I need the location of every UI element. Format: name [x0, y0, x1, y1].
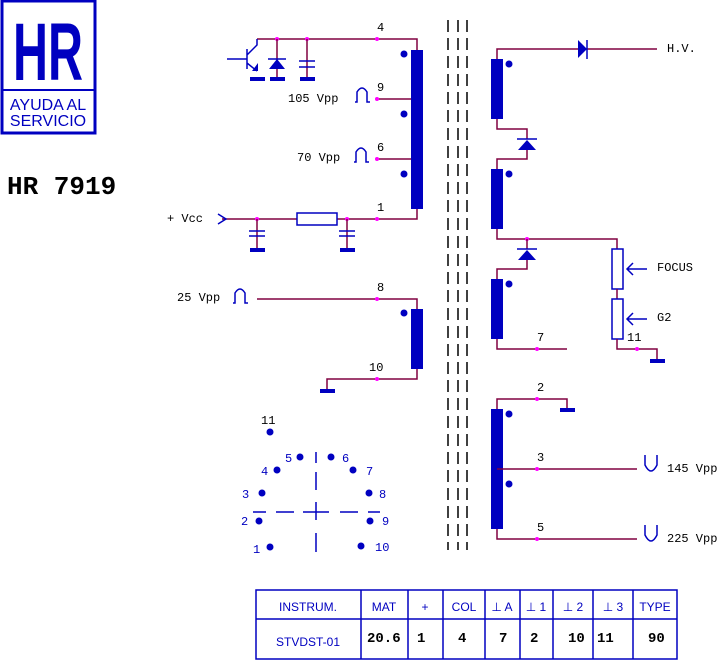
- td-gnd-1: 2: [530, 631, 538, 647]
- pin-3-label: 3: [537, 451, 544, 465]
- th-instrum: INSTRUM.: [279, 600, 337, 614]
- aux-winding: 8 10 25 Vpp: [177, 281, 423, 393]
- th-gnd-a: ⊥ A: [491, 600, 512, 614]
- logo-line2: SERVICIO: [10, 113, 86, 130]
- diode-icon: [269, 59, 285, 69]
- transistor-icon: [227, 39, 258, 72]
- th-plus: +: [421, 600, 428, 614]
- pulse-icon: [644, 525, 658, 542]
- td-gnd-3: 11: [597, 631, 614, 647]
- pin-9-label: 9: [377, 81, 384, 95]
- capacitor-icon: [339, 230, 355, 237]
- th-gnd-3: ⊥ 3: [603, 600, 624, 614]
- pinout-1: 1: [253, 543, 260, 557]
- hv-section: H.V. 7 FOCUS G2 11: [491, 40, 696, 363]
- pin-11-label: 11: [627, 331, 641, 345]
- pinout-9: 9: [382, 515, 389, 529]
- hv-diode-icon: [578, 40, 587, 58]
- td-gnd-2: 10: [568, 631, 585, 647]
- pulse-icon: [233, 288, 248, 304]
- aux-signal: 25 Vpp: [177, 291, 220, 305]
- diode-icon: [518, 250, 536, 260]
- focus-label: FOCUS: [657, 261, 693, 275]
- pinout-10: 10: [375, 541, 389, 555]
- pulse-icon: [644, 455, 658, 472]
- pinout-diagram: 1 2 3 4 5 6 7 8 9 10 11: [241, 414, 389, 557]
- resistor-icon: [296, 212, 338, 226]
- vcc-label: + Vcc: [167, 212, 203, 226]
- pin-6-label: 6: [377, 141, 384, 155]
- spec-table: [255, 589, 678, 660]
- pinout-6: 6: [342, 452, 349, 466]
- logo-line1: AYUDA AL: [10, 97, 86, 114]
- logo-hr: HR: [13, 7, 83, 98]
- model-title: HR 7919: [7, 172, 116, 202]
- g2-pot-icon: [611, 298, 624, 340]
- diode-icon: [518, 140, 536, 150]
- transformer-core: [447, 20, 468, 550]
- th-gnd-1: ⊥ 1: [526, 600, 547, 614]
- pin5-signal: 225 Vpp: [667, 532, 717, 546]
- g2-arrow-icon: [625, 312, 647, 326]
- pinout-11: 11: [261, 414, 275, 428]
- pin-5-label: 5: [537, 521, 544, 535]
- pinout-2: 2: [241, 515, 248, 529]
- th-type: TYPE: [639, 600, 670, 614]
- td-type: 90: [648, 631, 665, 647]
- pinout-8: 8: [379, 488, 386, 502]
- pin-8-label: 8: [377, 281, 384, 295]
- primary-winding: 4 9 6 1 105 Vpp 70 Vpp + Vcc: [167, 21, 423, 252]
- th-mat: MAT: [372, 600, 397, 614]
- pin-7-label: 7: [537, 331, 544, 345]
- pin3-signal: 145 Vpp: [667, 462, 717, 476]
- pin6-signal: 70 Vpp: [297, 151, 340, 165]
- pinout-7: 7: [366, 465, 373, 479]
- td-gnd-a: 7: [499, 631, 507, 647]
- g2-label: G2: [657, 311, 671, 325]
- focus-pot-icon: [611, 248, 624, 290]
- pulse-icon: [354, 147, 369, 163]
- td-instrum: STVDST-01: [276, 635, 340, 649]
- capacitor-icon: [249, 230, 265, 237]
- td-mat: 20.6: [367, 631, 401, 647]
- pin-10-label: 10: [369, 361, 383, 375]
- secondary-winding: 2 3 5 145 Vpp 225 Vpp: [491, 381, 717, 546]
- pulse-icon: [355, 87, 370, 103]
- td-plus: 1: [417, 631, 425, 647]
- pin9-signal: 105 Vpp: [288, 92, 338, 106]
- pinout-4: 4: [261, 465, 268, 479]
- th-col: COL: [452, 600, 477, 614]
- pinout-3: 3: [242, 488, 249, 502]
- input-arrow-icon: [217, 213, 228, 225]
- focus-arrow-icon: [625, 262, 647, 276]
- th-gnd-2: ⊥ 2: [563, 600, 584, 614]
- pin-2-label: 2: [537, 381, 544, 395]
- pin-1-label: 1: [377, 201, 384, 215]
- hv-label: H.V.: [667, 42, 696, 56]
- capacitor-icon: [299, 60, 315, 68]
- logo: HR AYUDA AL SERVICIO: [0, 0, 97, 135]
- td-col: 4: [458, 631, 466, 647]
- pin-4-label: 4: [377, 21, 384, 35]
- pinout-5: 5: [285, 452, 292, 466]
